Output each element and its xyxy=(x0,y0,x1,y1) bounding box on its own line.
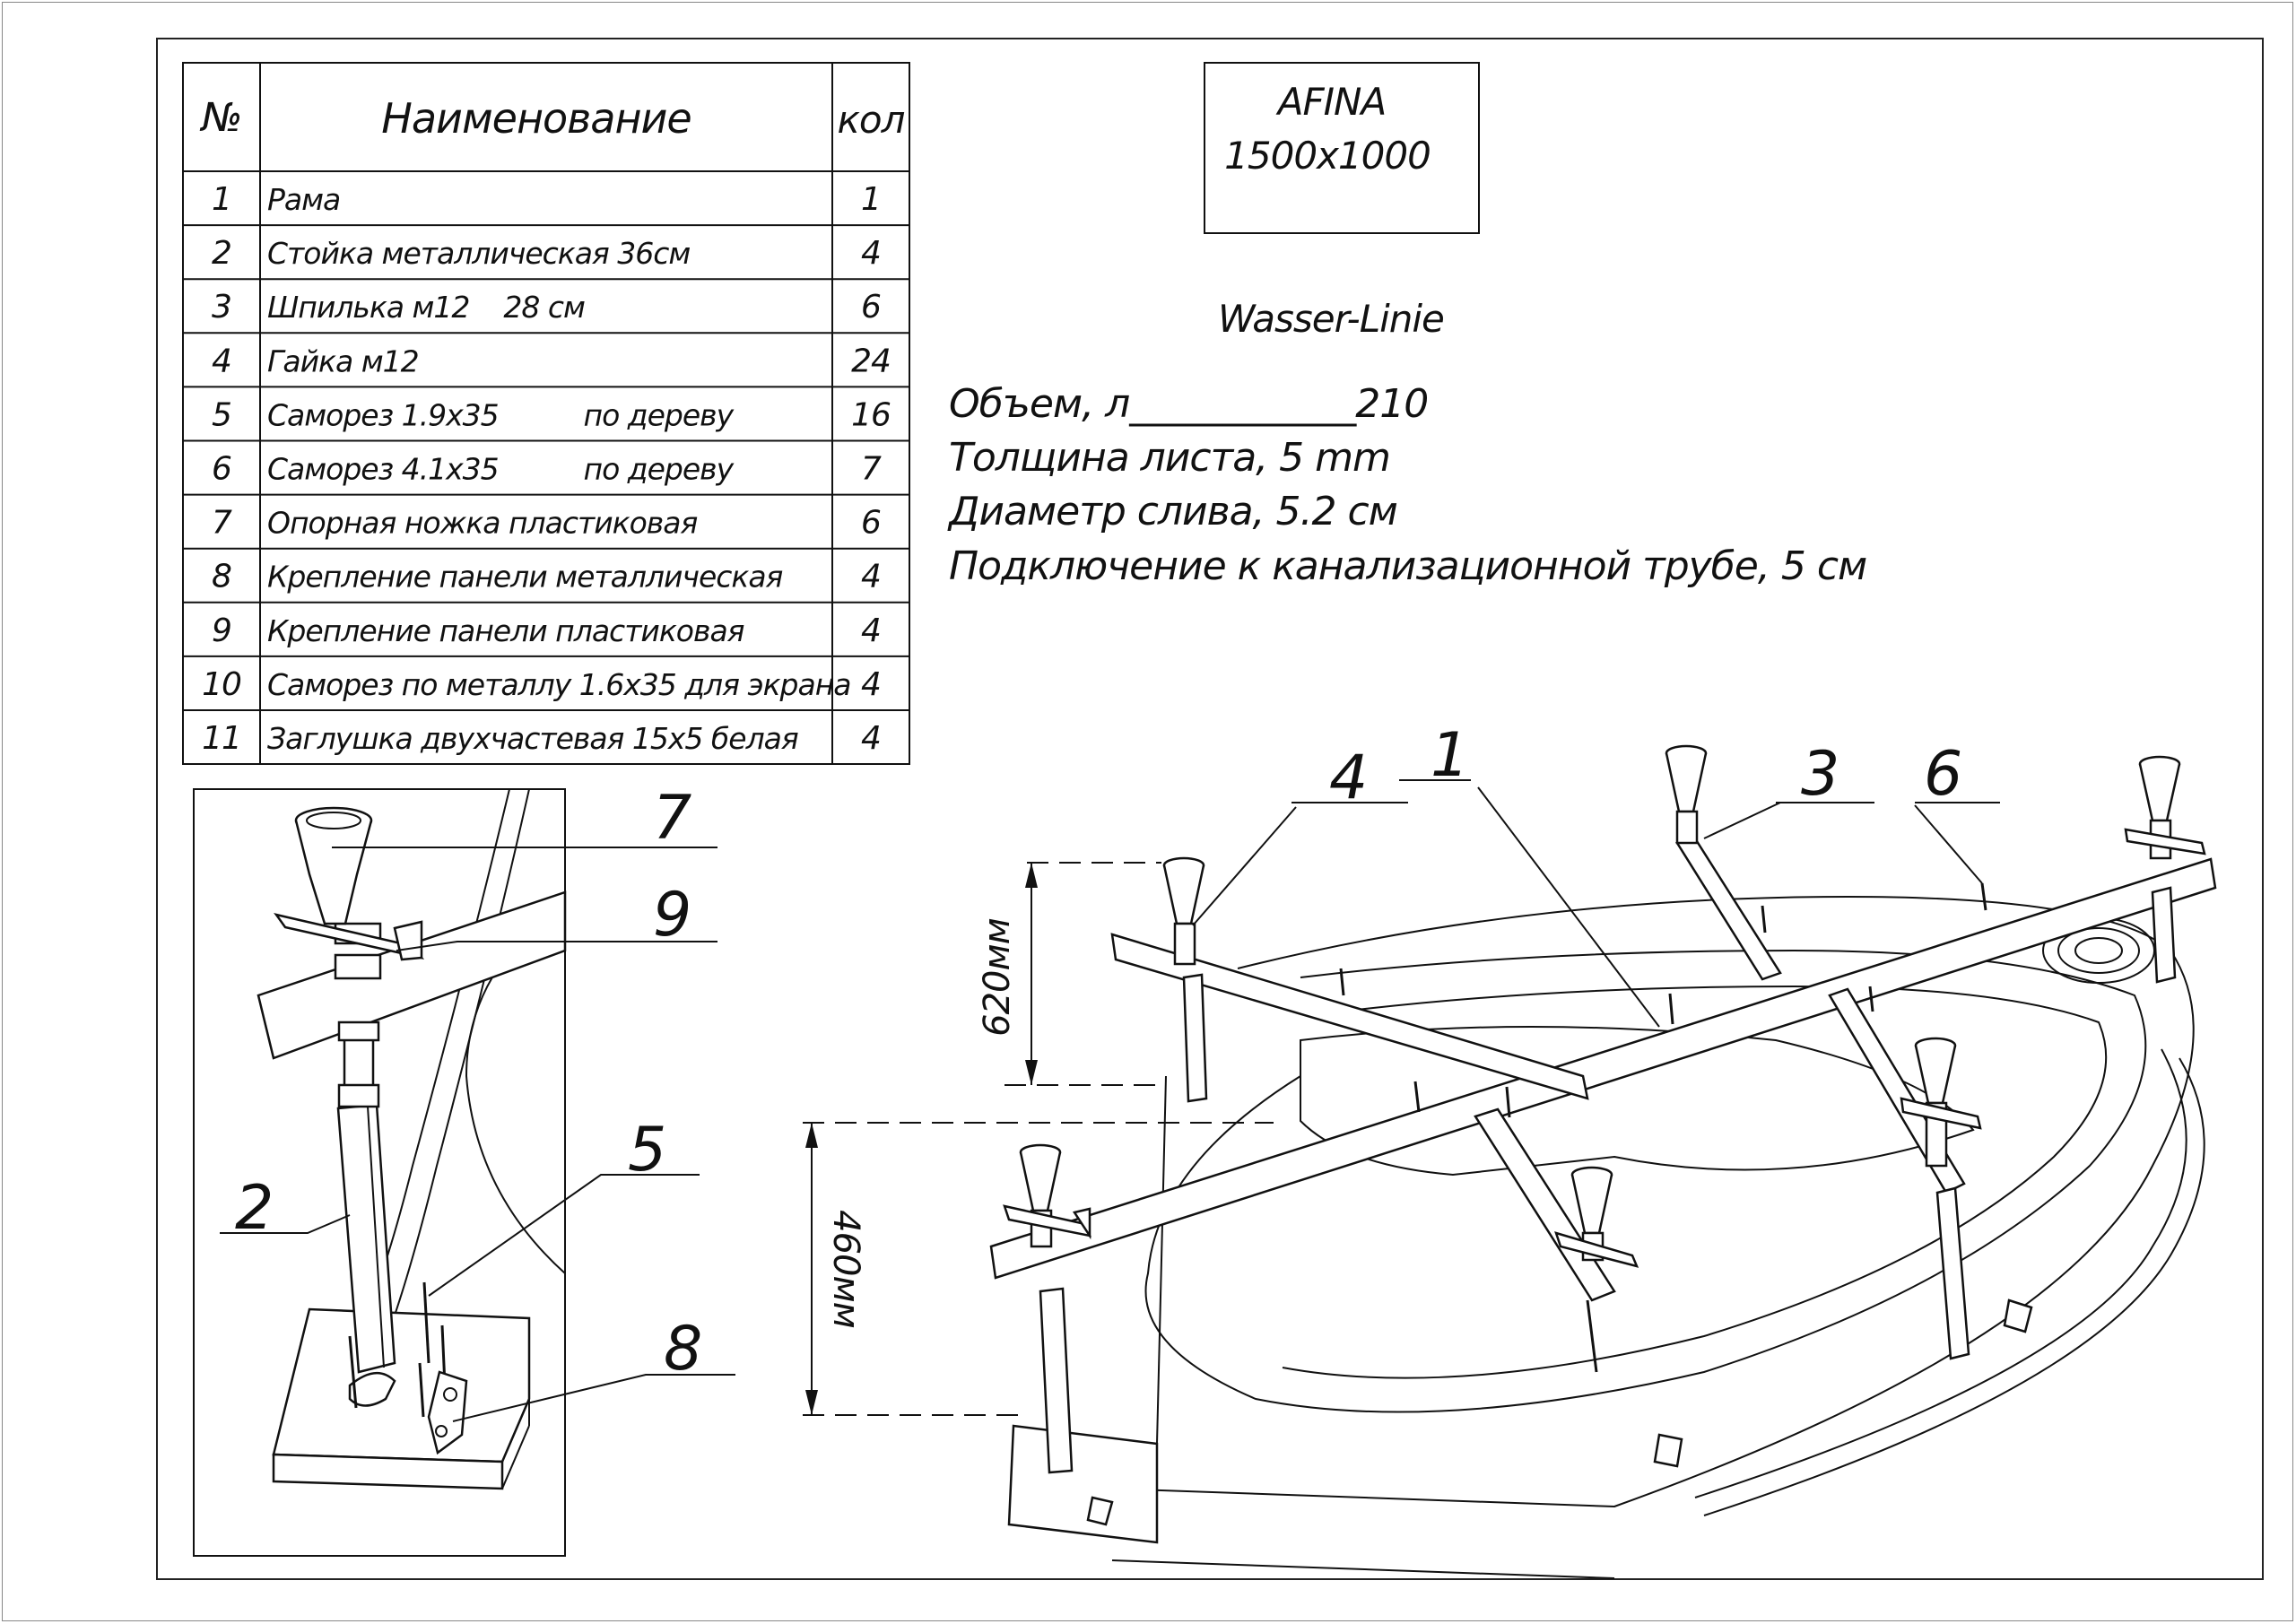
foot-cup-3 xyxy=(2138,755,2181,860)
table-row-name: Рама xyxy=(267,182,340,217)
table-row-name: Крепление панели металлическая xyxy=(267,560,783,595)
table-row-qty: 4 xyxy=(861,235,881,272)
brand-name: Wasser-Linie xyxy=(1218,297,1444,341)
table-row-name: Гайка м12 xyxy=(267,343,419,378)
model-box: AFINA 1500x1000 xyxy=(1204,62,1480,234)
table-header-name: Наименование xyxy=(381,94,691,143)
spec-volume: Объем, л____________210 xyxy=(949,381,1428,427)
callout-2: 2 xyxy=(235,1173,273,1244)
table-row-name: Заглушка двухчастевая 15х5 белая xyxy=(267,721,798,756)
table-row-qty: 16 xyxy=(851,396,891,433)
table-row-num: 9 xyxy=(212,612,231,649)
drawing-frame xyxy=(156,38,2264,1580)
dimension-upper: 620мм xyxy=(977,918,1018,1037)
detail-view xyxy=(193,788,735,1557)
spec-drain: Диаметр слива, 5.2 см xyxy=(947,489,1397,534)
table-row-name: Саморез 4.1х35 по дереву xyxy=(267,452,735,487)
table-row-num: 11 xyxy=(202,720,241,757)
parts-table: № Наименование кол 1 Рама 1 2 Стойка металли… xyxy=(182,62,910,765)
table-row-name: Стойка металлическая 36см xyxy=(267,236,690,271)
table-row-qty: 4 xyxy=(861,559,881,595)
callout-4: 4 xyxy=(1329,743,1367,813)
callout-3: 3 xyxy=(1801,739,1839,810)
table-row-num: 6 xyxy=(212,451,231,488)
table-row-name: Крепление панели пластиковая xyxy=(267,613,744,648)
table-row-qty: 4 xyxy=(861,666,881,703)
table-row-name: Шпилька м12 28 см xyxy=(267,290,585,325)
callout-8: 8 xyxy=(664,1314,701,1385)
table-row-num: 8 xyxy=(212,559,231,595)
table-row-name: Саморез по металлу 1.6х35 для экрана xyxy=(267,667,851,702)
specs-block: Объем, л____________210 Толщина листа, 5… xyxy=(947,381,1867,589)
table-row-name: Саморез 1.9х35 по дереву xyxy=(267,397,735,432)
table-row-qty: 6 xyxy=(861,505,881,542)
table-header-qty: кол xyxy=(838,98,905,142)
callout-6: 6 xyxy=(1924,739,1961,810)
main-assembly-view xyxy=(803,744,2217,1579)
table-row-qty: 4 xyxy=(861,612,881,649)
table-row-qty: 24 xyxy=(851,343,891,379)
spec-connection: Подключение к канализационной трубе, 5 с… xyxy=(949,543,1866,589)
table-row-qty: 7 xyxy=(861,451,882,488)
table-row-name: Опорная ножка пластиковая xyxy=(267,506,697,541)
table-row-qty: 4 xyxy=(861,720,881,757)
table-row-num: 5 xyxy=(212,396,231,433)
callout-9: 9 xyxy=(653,880,691,951)
model-size: 1500x1000 xyxy=(1224,134,1431,178)
table-row-num: 2 xyxy=(212,235,231,272)
table-row-num: 4 xyxy=(212,343,231,379)
table-row-num: 7 xyxy=(212,505,232,542)
foot-cup-1 xyxy=(1162,856,1205,966)
spec-thickness: Толщина листа, 5 mm xyxy=(949,435,1390,481)
dimension-lower: 460мм xyxy=(825,1210,866,1328)
table-row-qty: 1 xyxy=(861,181,881,218)
table-row-num: 3 xyxy=(212,289,231,326)
table-header-num: № xyxy=(199,95,242,141)
foot-cup-2 xyxy=(1665,744,1708,845)
callout-1: 1 xyxy=(1431,720,1468,791)
model-name: AFINA xyxy=(1275,80,1386,124)
callout-7: 7 xyxy=(653,783,691,854)
callout-5: 5 xyxy=(628,1115,665,1185)
table-row-num: 1 xyxy=(212,181,231,218)
table-row-qty: 6 xyxy=(861,289,881,326)
table-row-num: 10 xyxy=(202,666,241,703)
